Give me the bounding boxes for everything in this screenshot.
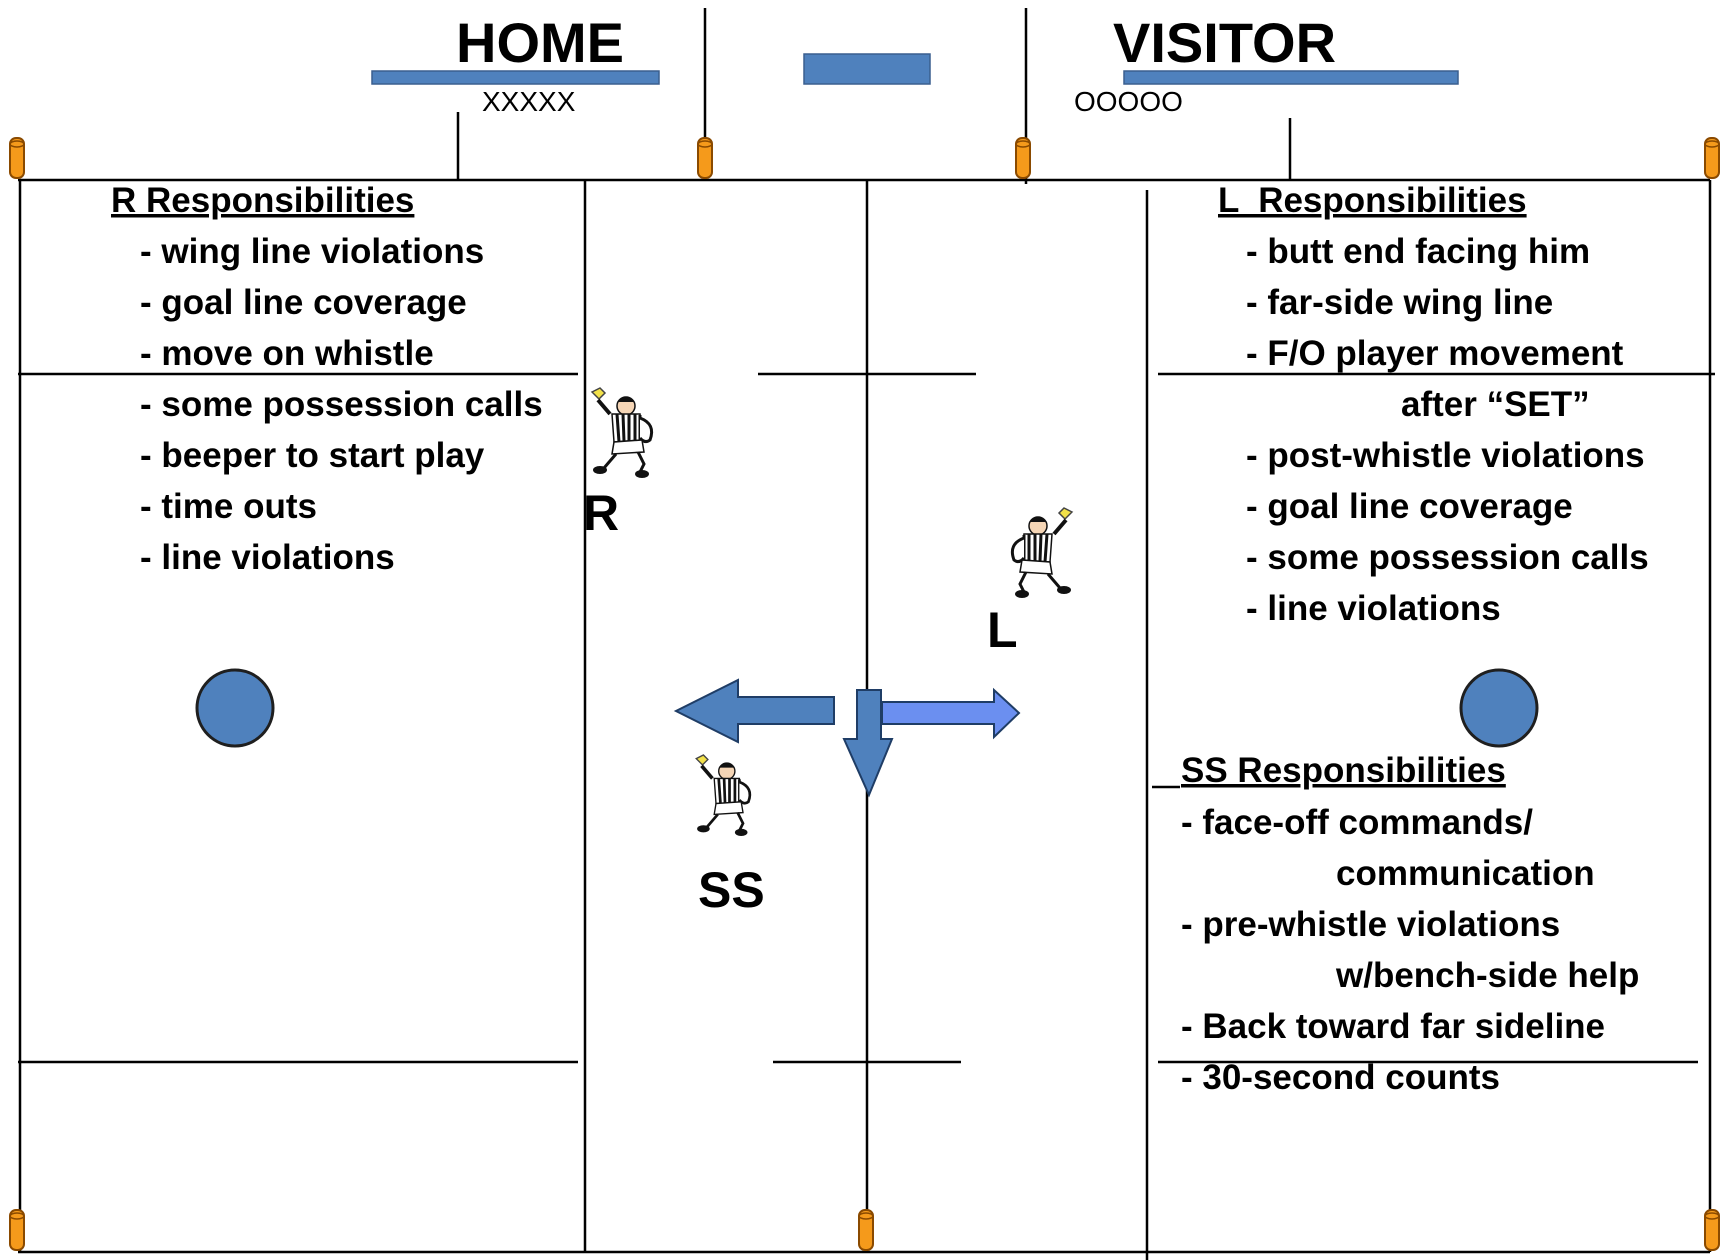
l-heading: L Responsibilities xyxy=(1218,181,1527,220)
list-item: - some possession calls xyxy=(1246,538,1649,577)
list-item: - post-whistle violations xyxy=(1246,436,1645,475)
r-responsibilities: R Responsibilities - wing line violation… xyxy=(111,181,543,577)
list-item: - line violations xyxy=(140,538,395,577)
field-lines xyxy=(18,8,1715,1260)
list-item: - Back toward far sideline xyxy=(1181,1007,1605,1046)
referee-l-icon xyxy=(1010,506,1074,600)
r-heading: R Responsibilities xyxy=(111,181,414,220)
pylon-icon xyxy=(9,1209,25,1251)
list-item: - wing line violations xyxy=(140,232,484,271)
list-item: - butt end facing him xyxy=(1246,232,1590,271)
pylon-icon xyxy=(9,137,25,179)
home-title: HOME xyxy=(456,11,624,74)
ss-heading: SS Responsibilities xyxy=(1181,751,1506,790)
left-goal-crease-icon xyxy=(195,668,275,748)
list-item: - goal line coverage xyxy=(140,283,467,322)
official-label-l: L xyxy=(987,602,1018,658)
list-item: communication xyxy=(1336,854,1595,893)
list-item: - move on whistle xyxy=(140,334,434,373)
list-item: after “SET” xyxy=(1401,385,1590,424)
pylon-icon xyxy=(697,137,713,179)
official-label-r: R xyxy=(583,485,619,541)
pylon-icon xyxy=(858,1209,874,1251)
right-arrow-icon xyxy=(881,687,1021,740)
list-item: - F/O player movement xyxy=(1246,334,1624,373)
list-item: - some possession calls xyxy=(140,385,543,424)
pylon-icon xyxy=(1015,137,1031,179)
referee-r-icon xyxy=(590,386,654,480)
right-goal-crease-icon xyxy=(1459,668,1539,748)
list-item: - line violations xyxy=(1246,589,1501,628)
list-item: - far-side wing line xyxy=(1246,283,1553,322)
down-arrow-icon xyxy=(842,689,894,798)
visitor-sub: OOOOO xyxy=(1074,86,1183,117)
list-item: - 30-second counts xyxy=(1181,1058,1500,1097)
home-sub: XXXXX xyxy=(482,86,576,117)
list-item: - time outs xyxy=(140,487,317,526)
ss-responsibilities: SS Responsibilities - face-off commands/… xyxy=(1152,751,1639,1097)
list-item: - pre-whistle violations xyxy=(1181,905,1560,944)
visitor-title: VISITOR xyxy=(1113,11,1336,74)
pylon-icon xyxy=(1704,137,1720,179)
visitor-bench-bar xyxy=(1123,70,1459,85)
list-item: - face-off commands/ xyxy=(1181,803,1533,842)
list-item: w/bench-side help xyxy=(1335,956,1639,995)
list-item: - beeper to start play xyxy=(140,436,485,475)
l-responsibilities: L Responsibilities - butt end facing him… xyxy=(1218,181,1649,628)
pylon-icon xyxy=(1704,1209,1720,1251)
left-arrow-icon xyxy=(673,678,835,744)
home-bench-bar xyxy=(371,70,660,85)
official-label-ss: SS xyxy=(698,862,765,918)
list-item: - goal line coverage xyxy=(1246,487,1573,526)
scorer-table-bar xyxy=(803,53,931,85)
referee-ss-icon xyxy=(694,753,752,838)
